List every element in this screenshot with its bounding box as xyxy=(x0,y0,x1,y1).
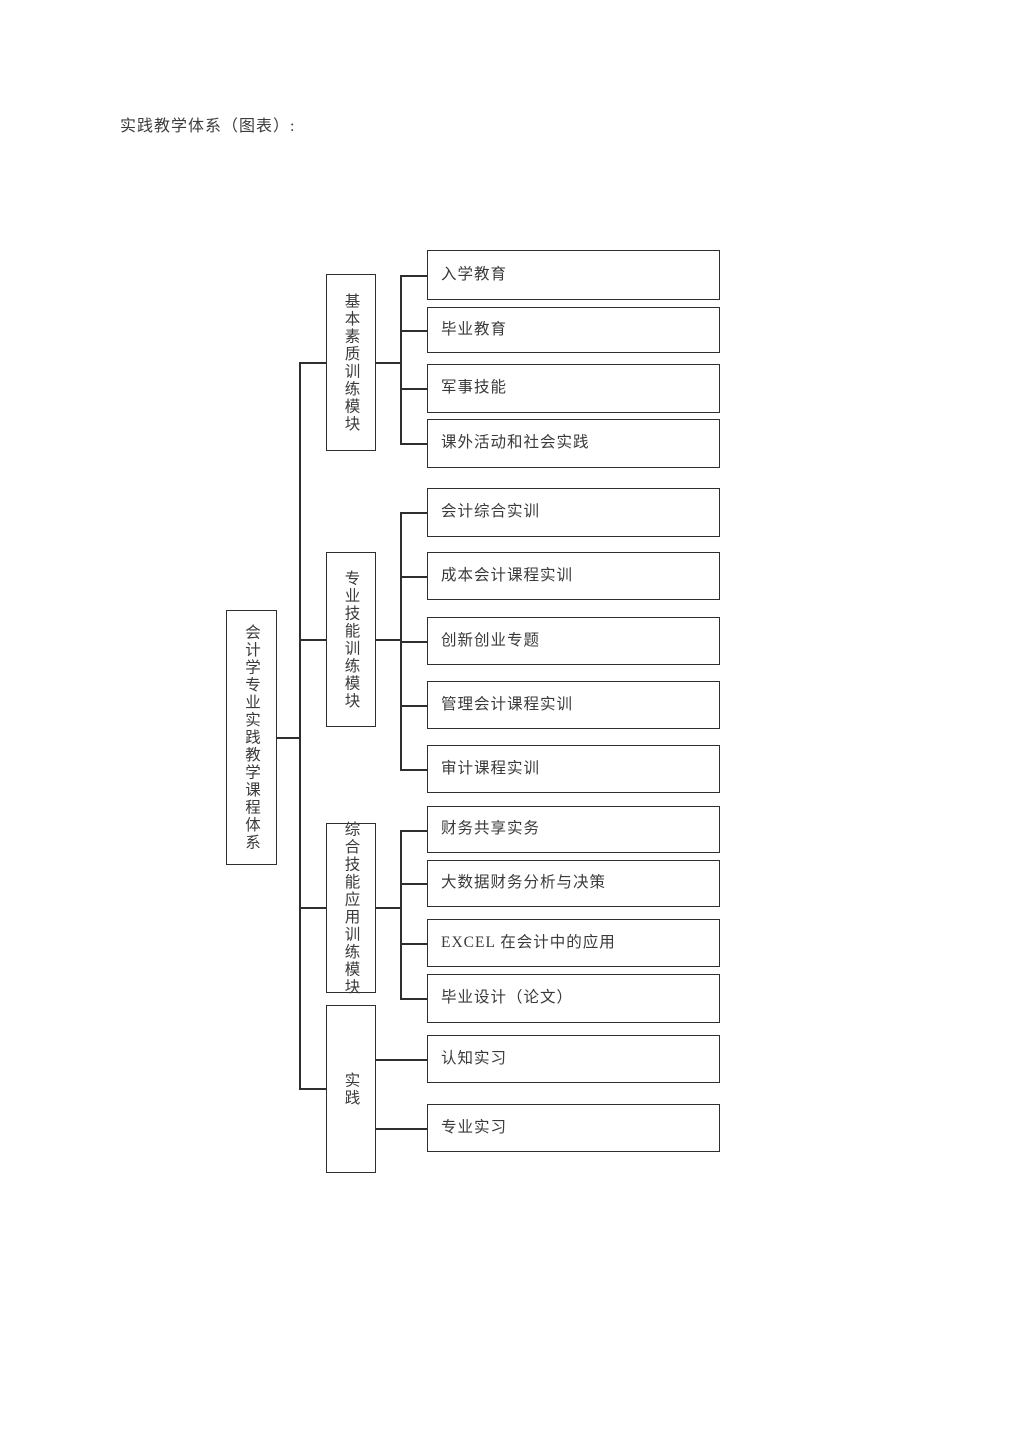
leaf-audit-course-training: 审计课程实训 xyxy=(427,745,720,793)
connector-trunk-to-module2 xyxy=(299,639,326,641)
leaf-label: 入学教育 xyxy=(441,265,508,283)
leaf-extracurricular-social-practice: 课外活动和社会实践 xyxy=(427,419,720,468)
leaf-bigdata-financial-analysis: 大数据财务分析与决策 xyxy=(427,860,720,907)
connector-to-leaf xyxy=(400,641,427,643)
leaf-label: 毕业教育 xyxy=(441,320,508,338)
leaf-label: 军事技能 xyxy=(441,379,508,396)
leaf-label: 财务共享实务 xyxy=(441,820,541,837)
leaf-label: 认知实习 xyxy=(441,1049,508,1067)
leaf-financial-sharing-practice: 财务共享实务 xyxy=(427,806,720,853)
leaf-label: 毕业设计（论文） xyxy=(441,989,574,1006)
node-label: 基本素质训练模块 xyxy=(342,292,360,433)
connector-to-leaf xyxy=(400,705,427,707)
leaf-graduation-thesis: 毕业设计（论文） xyxy=(427,974,720,1023)
connector-to-leaf xyxy=(400,883,427,885)
leaf-innovation-entrepreneurship: 创新创业专题 xyxy=(427,617,720,665)
module-comprehensive-skills-application: 综合技能应用训练模块 xyxy=(326,820,376,996)
connector-module1-child-trunk xyxy=(400,275,402,444)
leaf-professional-internship: 专业实习 xyxy=(427,1104,720,1152)
connector-module2-out xyxy=(376,639,401,641)
connector-to-leaf xyxy=(400,330,427,332)
node-label: 综合技能应用训练模块 xyxy=(342,820,360,996)
leaf-graduation-education: 毕业教育 xyxy=(427,307,720,353)
connector-trunk-to-module4 xyxy=(299,1088,326,1090)
connector-main-trunk xyxy=(299,362,301,1090)
module-basic-quality-training: 基本素质训练模块 xyxy=(326,274,376,451)
leaf-label: EXCEL 在会计中的应用 xyxy=(441,933,616,951)
connector-to-leaf xyxy=(400,275,427,277)
leaf-entrance-education: 入学教育 xyxy=(427,250,720,300)
module-professional-skills-training: 专业技能训练模块 xyxy=(326,552,376,727)
leaf-accounting-comprehensive-training: 会计综合实训 xyxy=(427,488,720,537)
node-label: 专业技能训练模块 xyxy=(342,569,360,710)
leaf-excel-in-accounting: EXCEL 在会计中的应用 xyxy=(427,919,720,967)
node-label: 会计学专业实践教学课程体系 xyxy=(243,623,261,852)
leaf-label: 大数据财务分析与决策 xyxy=(441,874,607,891)
connector-to-leaf xyxy=(400,388,427,390)
page-title: 实践教学体系（图表）: xyxy=(120,118,296,135)
connector-to-leaf xyxy=(400,512,427,514)
leaf-label: 创新创业专题 xyxy=(441,631,541,649)
leaf-label: 审计课程实训 xyxy=(441,759,541,777)
connector-to-leaf xyxy=(400,576,427,578)
connector-module3-out xyxy=(376,907,401,909)
module-practice: 实践 xyxy=(326,1005,376,1173)
connector-to-leaf xyxy=(400,830,427,832)
connector-to-leaf xyxy=(400,443,427,445)
connector-to-leaf xyxy=(400,998,427,1000)
leaf-label: 会计综合实训 xyxy=(441,503,541,520)
leaf-military-skills: 军事技能 xyxy=(427,364,720,413)
connector-to-leaf xyxy=(376,1059,427,1061)
leaf-label: 成本会计课程实训 xyxy=(441,566,574,584)
connector-root-to-trunk xyxy=(276,737,300,739)
leaf-label: 管理会计课程实训 xyxy=(441,695,574,713)
node-root-curriculum-system: 会计学专业实践教学课程体系 xyxy=(226,610,277,865)
leaf-cognitive-internship: 认知实习 xyxy=(427,1035,720,1083)
connector-trunk-to-module3 xyxy=(299,907,326,909)
connector-to-leaf xyxy=(376,1128,427,1130)
leaf-label: 专业实习 xyxy=(441,1118,508,1136)
connector-module1-out xyxy=(376,362,401,364)
connector-to-leaf xyxy=(400,943,427,945)
node-label: 实践 xyxy=(342,1071,360,1107)
leaf-cost-accounting-training: 成本会计课程实训 xyxy=(427,552,720,600)
connector-trunk-to-module1 xyxy=(299,362,326,364)
connector-module3-child-trunk xyxy=(400,830,402,999)
leaf-management-accounting-training: 管理会计课程实训 xyxy=(427,681,720,729)
connector-to-leaf xyxy=(400,769,427,771)
leaf-label: 课外活动和社会实践 xyxy=(441,434,590,451)
